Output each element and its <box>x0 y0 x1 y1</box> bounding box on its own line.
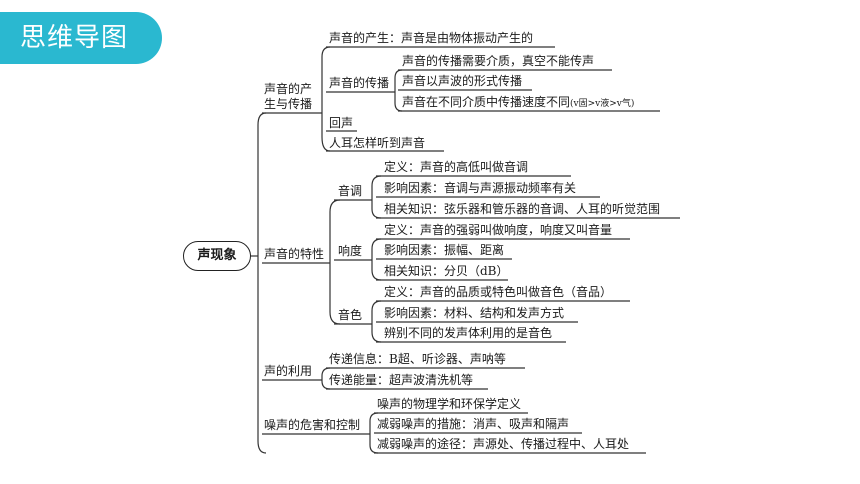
leaf-propagation-speed: 声音在不同介质中传播速度不同(v固>v液>v气) <box>402 95 635 109</box>
leaf-loudness-knowledge: 相关知识：分贝（dB） <box>384 264 509 278</box>
leaf-transfer-energy: 传递能量：超声波清洗机等 <box>329 373 474 387</box>
leaf-pitch-factor: 影响因素：音调与声源振动频率有关 <box>384 181 577 195</box>
branch-sound-usage: 声的利用 <box>264 364 313 378</box>
leaf-timbre-factor: 影响因素：材料、结构和发声方式 <box>384 306 565 320</box>
root-node: 声现象 <box>183 241 251 271</box>
speed-formula: (v固>v液>v气) <box>570 99 635 109</box>
branch-sound-production-propagation: 声音的产生与传播 <box>264 82 313 111</box>
node-sound-propagation: 声音的传播 <box>329 76 390 90</box>
branch-sound-characteristics: 声音的特性 <box>264 247 325 261</box>
node-pitch: 音调 <box>338 184 363 198</box>
leaf-noise-measures: 减弱噪声的措施：消声、吸声和隔声 <box>377 417 570 431</box>
leaf-propagation-wave: 声音以声波的形式传播 <box>402 74 523 88</box>
leaf-noise-paths: 减弱噪声的途径：声源处、传播过程中、人耳处 <box>377 437 630 451</box>
node-loudness: 响度 <box>338 244 363 258</box>
node-timbre: 音色 <box>338 308 363 322</box>
leaf-timbre-identify: 辨别不同的发声体利用的是音色 <box>384 326 553 340</box>
node-ear-hearing: 人耳怎样听到声音 <box>329 136 426 150</box>
branch-noise-control: 噪声的危害和控制 <box>264 418 361 432</box>
leaf-loudness-definition: 定义：声音的强弱叫做响度，响度又叫音量 <box>384 223 613 237</box>
leaf-noise-definition: 噪声的物理学和环保学定义 <box>377 397 522 411</box>
leaf-propagation-medium: 声音的传播需要介质，真空不能传声 <box>402 54 595 68</box>
node-echo: 回声 <box>329 116 354 130</box>
leaf-timbre-definition: 定义：声音的品质或特色叫做音色（音品） <box>384 285 613 299</box>
leaf-pitch-definition: 定义：声音的高低叫做音调 <box>384 160 529 174</box>
leaf-pitch-knowledge: 相关知识：弦乐器和管乐器的音调、人耳的听觉范围 <box>384 202 661 216</box>
mind-map-title-tab: 思维导图 <box>0 12 162 64</box>
node-sound-production: 声音的产生：声音是由物体振动产生的 <box>329 31 534 45</box>
leaf-loudness-factor: 影响因素：振幅、距离 <box>384 243 505 257</box>
leaf-transfer-information: 传递信息：B超、听诊器、声呐等 <box>329 352 506 366</box>
